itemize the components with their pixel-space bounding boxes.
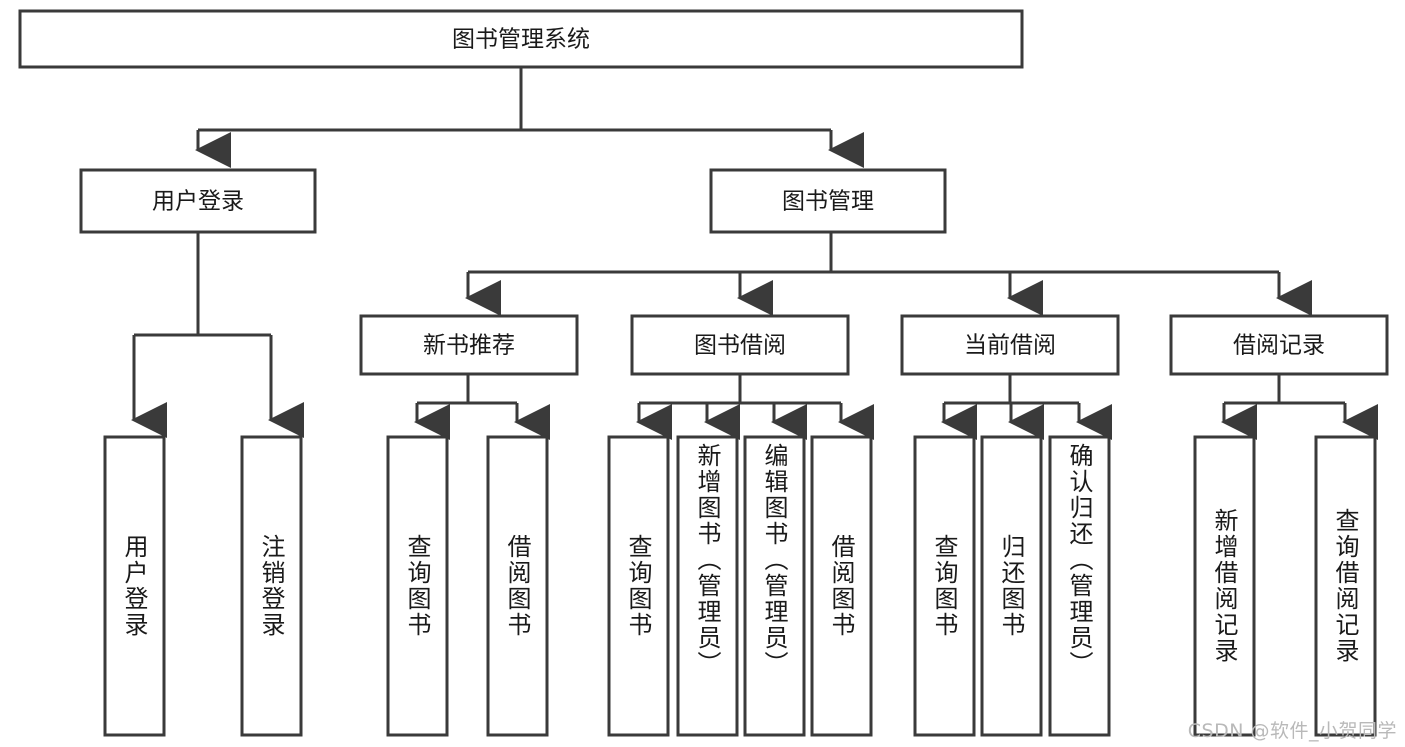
node-book-management-label: 图书管理 [782, 189, 874, 215]
node-leaf-query-book-1[interactable] [386, 435, 449, 737]
node-leaf-add-book[interactable] [676, 435, 739, 737]
node-borrow-record[interactable] [1169, 314, 1389, 376]
node-leaf-borrow-book-2[interactable] [810, 435, 873, 737]
node-new-book-recommend[interactable] [359, 314, 579, 376]
node-root[interactable] [18, 9, 1024, 69]
node-leaf-confirm-return[interactable] [1048, 435, 1111, 737]
node-borrow-record-label: 借阅记录 [1233, 333, 1325, 359]
node-book-borrow[interactable] [630, 314, 850, 376]
node-book-management[interactable] [709, 168, 947, 234]
node-book-borrow-label: 图书借阅 [694, 333, 786, 359]
node-root-label: 图书管理系统 [452, 27, 590, 53]
node-leaf-query-book-3[interactable] [913, 435, 976, 737]
node-leaf-edit-book[interactable] [743, 435, 806, 737]
node-leaf-return-book[interactable] [980, 435, 1043, 737]
node-leaf-user-logout[interactable] [240, 435, 303, 737]
node-current-borrow-label: 当前借阅 [964, 333, 1056, 359]
node-user-login-label: 用户登录 [152, 189, 244, 215]
node-leaf-query-record[interactable] [1314, 435, 1377, 737]
node-leaf-user-login[interactable] [103, 435, 166, 737]
node-current-borrow[interactable] [900, 314, 1120, 376]
node-leaf-add-record[interactable] [1193, 435, 1256, 737]
node-user-login[interactable] [79, 168, 317, 234]
node-new-book-recommend-label: 新书推荐 [423, 333, 515, 359]
connector-group [131, 67, 1378, 440]
node-leaf-borrow-book-1[interactable] [486, 435, 549, 737]
csdn-watermark: CSDN @软件_小贺同学 [1187, 720, 1397, 742]
node-box-group: 图书管理系统 用户登录 图书管理 新书推荐 图书借阅 当前借阅 借阅记录 [18, 9, 1389, 737]
node-leaf-query-book-2[interactable] [607, 435, 670, 737]
